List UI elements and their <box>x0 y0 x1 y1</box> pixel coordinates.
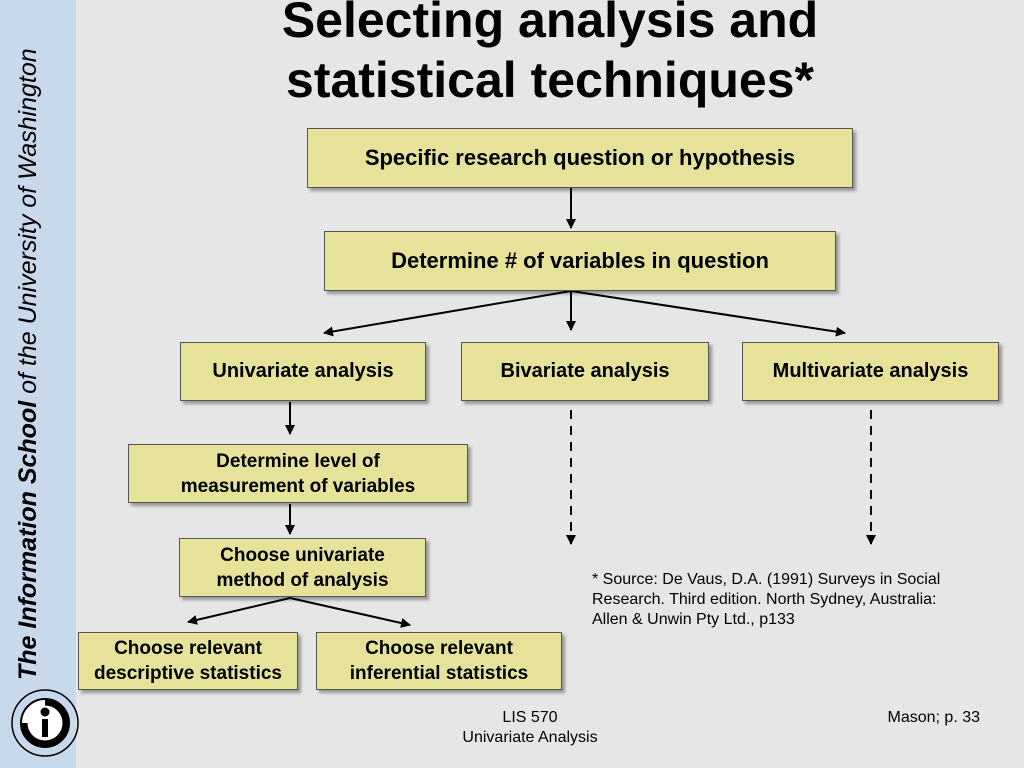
title-line-2: statistical techniques* <box>286 52 814 108</box>
course-topic: Univariate Analysis <box>462 729 598 746</box>
inferential-line-2: inferential statistics <box>349 663 529 684</box>
inferential-statistics-box: Choose relevant inferential statistics <box>316 632 562 690</box>
method-line-1: Choose univariate <box>220 544 385 566</box>
measurement-level-box: Determine level of measurement of variab… <box>128 444 468 503</box>
title-line-1: Selecting analysis and <box>281 0 819 48</box>
course-footer: LIS 570 Univariate Analysis <box>400 708 660 748</box>
source-citation: * Source: De Vaus, D.A. (1991) Surveys i… <box>592 570 1012 630</box>
source-line-3: Allen & Unwin Pty Ltd., p133 <box>592 611 795 628</box>
course-code: LIS 570 <box>502 709 558 726</box>
source-line-1: * Source: De Vaus, D.A. (1991) Surveys i… <box>592 571 941 588</box>
research-question-label: Specific research question or hypothesis <box>364 145 796 170</box>
page-citation: Mason; p. 33 <box>887 709 981 726</box>
arrow-variables-to-univariate <box>323 290 572 337</box>
univariate-method-box: Choose univariate method of analysis <box>179 538 426 597</box>
sidebar: The Information School of the University… <box>0 0 79 768</box>
determine-variables-label: Determine # of variables in question <box>391 248 769 273</box>
arrow-method-to-inferential <box>289 597 411 628</box>
slide-title: Selecting analysis and statistical techn… <box>160 0 940 110</box>
univariate-analysis-label: Univariate analysis <box>212 360 394 382</box>
bivariate-analysis-box: Bivariate analysis <box>461 342 709 401</box>
descriptive-line-1: Choose relevant <box>114 638 262 659</box>
information-school-logo-icon <box>11 689 79 757</box>
determine-variables-box: Determine # of variables in question <box>324 231 836 291</box>
arrow-variables-to-multivariate <box>570 290 846 337</box>
method-line-2: method of analysis <box>216 569 389 591</box>
measurement-line-2: measurement of variables <box>180 475 416 497</box>
multivariate-analysis-label: Multivariate analysis <box>772 360 969 382</box>
bivariate-analysis-label: Bivariate analysis <box>500 360 670 382</box>
source-line-2: Research. Third edition. North Sydney, A… <box>592 591 937 608</box>
descriptive-line-2: descriptive statistics <box>94 663 282 684</box>
research-question-box: Specific research question or hypothesis <box>307 128 853 188</box>
multivariate-analysis-box: Multivariate analysis <box>742 342 999 401</box>
arrow-method-to-descriptive <box>187 597 291 625</box>
measurement-line-1: Determine level of <box>216 450 380 472</box>
univariate-analysis-box: Univariate analysis <box>180 342 426 401</box>
descriptive-statistics-box: Choose relevant descriptive statistics <box>78 632 298 690</box>
inferential-line-1: Choose relevant <box>365 638 513 659</box>
